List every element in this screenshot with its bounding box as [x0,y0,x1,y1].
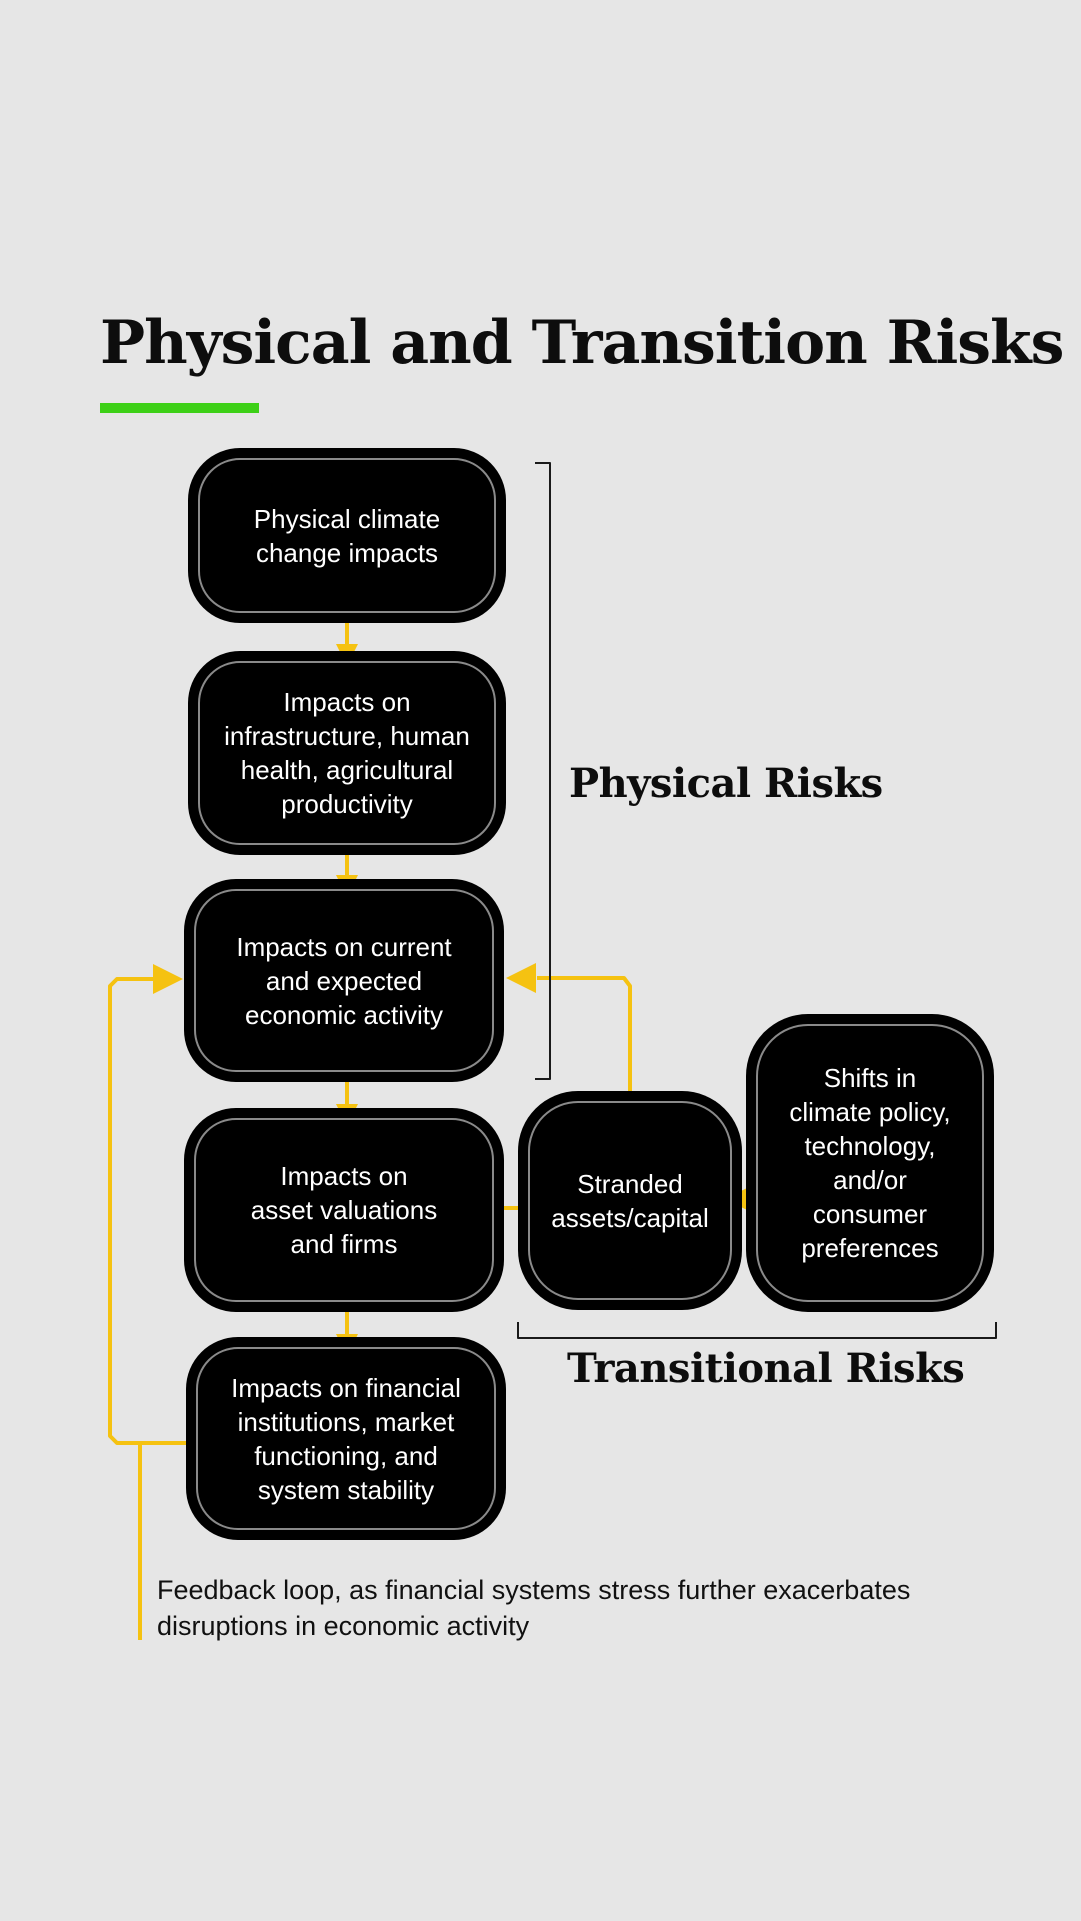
connector-feedback-loop [108,977,193,1445]
physical-risks-label: Physical Risks [569,760,883,807]
node-impacts-on-asset-valuations: Impacts on asset valuations and firms [184,1108,504,1312]
node-label: Shifts in climate policy, technology, an… [756,1024,984,1302]
node-physical-climate-change-impacts: Physical climate change impacts [188,448,506,623]
node-label: Stranded assets/capital [528,1101,732,1300]
node-impacts-on-infrastructure: Impacts on infrastructure, human health,… [188,651,506,855]
feedback-loop-caption: Feedback loop, as financial systems stre… [157,1575,911,1641]
node-label: Impacts on current and expected economic… [194,889,494,1072]
node-label: Impacts on infrastructure, human health,… [198,661,496,845]
node-label: Physical climate change impacts [198,458,496,613]
node-stranded-assets: Stranded assets/capital [518,1091,742,1310]
page-title: Physical and Transition Risks [100,308,1064,378]
arrowhead-stranded-to-economic [506,963,536,993]
node-shifts-in-climate-policy: Shifts in climate policy, technology, an… [746,1014,994,1312]
node-impacts-on-financial-institutions: Impacts on financial institutions, marke… [186,1337,506,1540]
title-underline [100,403,259,413]
node-impacts-on-economic-activity: Impacts on current and expected economic… [184,879,504,1082]
physical-risks-bracket [535,462,551,1080]
node-label: Impacts on asset valuations and firms [194,1118,494,1302]
arrowhead-feedback-loop [153,964,183,994]
transitional-risks-label: Transitional Risks [567,1345,965,1392]
node-label: Impacts on financial institutions, marke… [196,1347,496,1530]
connector-stranded-to-economic [537,976,632,1091]
transitional-risks-bracket [517,1322,997,1339]
